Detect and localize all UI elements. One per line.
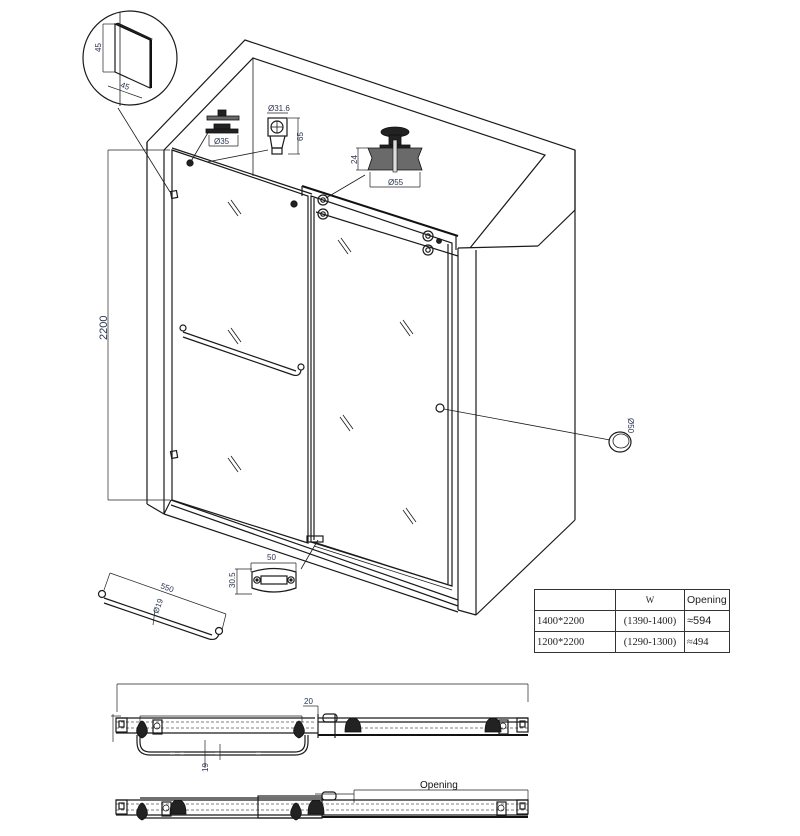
- detail-roller: 24 Ø55: [325, 126, 423, 199]
- spec-header-size: [534, 589, 616, 611]
- spec-table-row: 1200*2200 (1290-1300) ≈494: [534, 631, 730, 653]
- door-knob: [435, 403, 445, 413]
- clamp-diameter-label: Ø35: [214, 137, 230, 146]
- guide-height-label: 30.5: [228, 572, 237, 588]
- height-dimension-label: 2200: [98, 316, 110, 340]
- spec-w-cell: (1290-1300): [615, 631, 685, 653]
- height-dimension: 2200: [98, 149, 170, 501]
- spec-header-w: W: [615, 589, 685, 611]
- fixed-glass-panel: [163, 147, 459, 613]
- wall-bracket-width-label: 45: [119, 80, 131, 92]
- enclosure-walls: [146, 39, 576, 616]
- detail-bottom-guide: 50 30.5: [228, 539, 319, 595]
- sliding-glass-panel: [301, 185, 459, 591]
- spec-opening-cell: ≈494: [684, 631, 730, 653]
- detail-glass-clamp: Ø35: [189, 109, 240, 164]
- towel-bar-diameter-label: Ø19: [151, 597, 165, 615]
- spec-w-cell: (1390-1400): [615, 610, 685, 632]
- roller-height-label: 24: [350, 155, 359, 164]
- plan-view-closed: 20 19: [111, 683, 529, 772]
- spec-table-row: 1400*2200 (1390-1400) ≈594: [534, 610, 730, 632]
- bar-offset-label: 19: [201, 763, 210, 772]
- gap-dimension-label: 20: [304, 697, 313, 706]
- spec-opening-cell: ≈594: [684, 610, 730, 632]
- plan-view-open: Opening: [115, 780, 529, 821]
- detail-stopper: Ø31.6 65: [206, 104, 305, 163]
- towel-bar-length-label: 550: [159, 581, 175, 594]
- stopper-height-label: 65: [296, 132, 305, 141]
- detail-towel-bar: 550 Ø19: [97, 572, 227, 641]
- towel-bar: [179, 324, 305, 377]
- guide-width-label: 50: [267, 553, 276, 562]
- roller-diameter-label: Ø55: [388, 178, 404, 187]
- knob-diameter-label: Ø50: [626, 418, 635, 434]
- stopper-diameter-label: Ø31.6: [268, 104, 290, 113]
- spec-size-cell: 1400*2200: [534, 610, 616, 632]
- detail-knob: Ø50: [443, 408, 635, 453]
- spec-header-opening: Opening: [684, 589, 730, 611]
- opening-label: Opening: [420, 780, 458, 791]
- spec-table: W Opening 1400*2200 (1390-1400) ≈594 120…: [534, 589, 730, 653]
- detail-wall-bracket: 45 45: [82, 10, 178, 193]
- spec-size-cell: 1200*2200: [534, 631, 616, 653]
- wall-bracket-height-label: 45: [94, 43, 103, 52]
- spec-table-header-row: W Opening: [534, 589, 730, 611]
- roller-wheels: [317, 194, 442, 256]
